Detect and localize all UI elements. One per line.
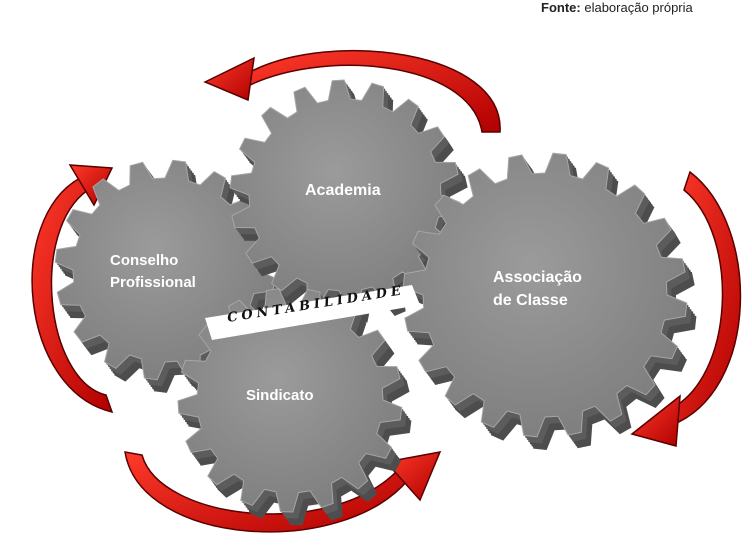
arrow-bottom-head	[384, 451, 442, 502]
gear-sindicato	[177, 288, 412, 526]
gear-label-associacao-line1: Associação	[493, 269, 582, 286]
gear-label-conselho-line1: Conselho	[110, 252, 178, 269]
gear-associacao-de-classe	[402, 152, 697, 450]
gear-label-conselho-line2: Profissional	[110, 274, 196, 291]
arrow-top-head	[203, 56, 255, 102]
source-label: Fonte:	[541, 0, 581, 15]
gear-label-sindicato: Sindicato	[246, 387, 314, 404]
center-band-backdrop	[205, 285, 420, 340]
gear-academia	[229, 79, 470, 324]
source-text: elaboração própria	[584, 0, 693, 15]
arrow-right-head	[630, 394, 681, 447]
gear-label-associacao-line2: de Classe	[493, 292, 568, 309]
arrow-right-body	[667, 170, 742, 427]
gear-academia-face	[229, 79, 461, 311]
gear-label-academia: Academia	[305, 182, 381, 199]
gear-associacao-de-classe-face	[402, 152, 688, 438]
source-note: Fonte: elaboração própria	[541, 0, 693, 15]
